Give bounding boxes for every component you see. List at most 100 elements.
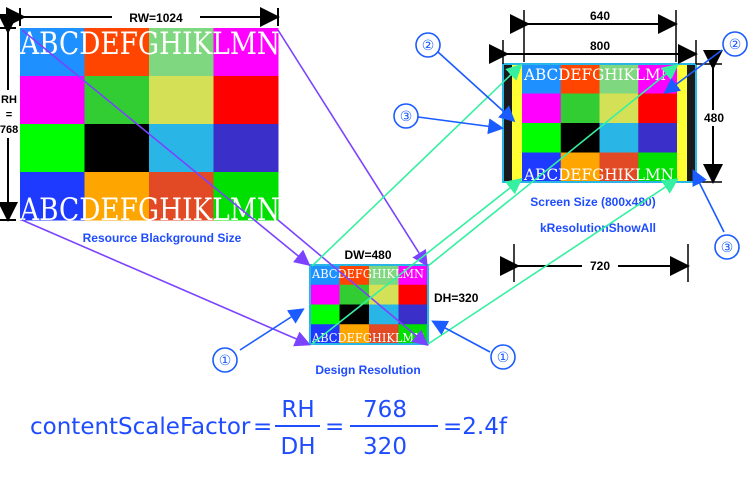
screen-right-yellow-bar bbox=[677, 64, 687, 182]
dim-720-label: 720 bbox=[590, 259, 610, 273]
purple-arrow-bottom-left bbox=[21, 219, 311, 347]
screen-cell-r3-c3 bbox=[599, 123, 639, 153]
screen-cell-r2-c1 bbox=[522, 93, 562, 124]
purple-arrow-top-right bbox=[277, 29, 428, 267]
resource-cell-r1-c2 bbox=[84, 28, 150, 77]
screen-cell-r3-c1 bbox=[522, 123, 562, 153]
dw-label: DW=480 bbox=[344, 248, 391, 262]
callout-2-right: ② bbox=[722, 31, 748, 57]
resource-cell-r2-c2 bbox=[84, 76, 150, 125]
resource-cell-r1-c3 bbox=[149, 28, 214, 77]
design-resolution-grid bbox=[310, 265, 429, 345]
callout-3-right-digit: ③ bbox=[721, 240, 734, 256]
resource-cell-r1-c4 bbox=[213, 28, 279, 77]
screen-cell-r4-c1 bbox=[522, 152, 562, 183]
screen-cell-r2-c2 bbox=[560, 93, 600, 124]
design-cell-r4-c3 bbox=[369, 324, 399, 345]
green-arrow-top-right bbox=[427, 63, 679, 267]
resource-cell-r3-c2 bbox=[84, 124, 150, 173]
callout-arrow-1-left bbox=[239, 308, 305, 351]
screen-cell-r2-c4 bbox=[638, 93, 678, 124]
resource-cell-r2-c4 bbox=[213, 76, 279, 125]
resource-cell-r4-c3 bbox=[149, 172, 214, 221]
design-cell-r2-c4 bbox=[398, 284, 429, 305]
callout-2-right-digit: ② bbox=[729, 37, 742, 53]
purple-arrow-top-left bbox=[21, 29, 311, 267]
design-caption: Design Resolution bbox=[315, 363, 420, 377]
screen-left-yellow-bar bbox=[512, 64, 522, 182]
screen-cell-r1-c1 bbox=[522, 64, 562, 94]
resource-cell-r4-c1 bbox=[20, 172, 85, 221]
resource-cell-r2-c3 bbox=[149, 76, 214, 125]
resource-caption: Resource Blackground Size bbox=[83, 231, 242, 245]
callout-arrow-3-left bbox=[417, 116, 505, 135]
callout-3-left-digit: ③ bbox=[400, 109, 413, 125]
rw-label: RW=1024 bbox=[129, 11, 183, 25]
design-cell-r3-c1 bbox=[310, 304, 340, 325]
callout-2-left-digit: ② bbox=[422, 38, 435, 54]
callout-3-left: ③ bbox=[393, 103, 419, 129]
dim-480-label: 480 bbox=[704, 111, 724, 125]
green-arrow-bottom-left bbox=[311, 178, 523, 345]
screen-banner-bottom: ABCDEFGHIKLMN bbox=[523, 165, 674, 184]
formula-numerator-768: 768 bbox=[363, 397, 407, 423]
screen-right-dark-bar bbox=[687, 64, 696, 182]
design-cell-r3-c4 bbox=[398, 304, 429, 325]
green-arrow-bottom-right bbox=[427, 178, 679, 345]
design-cell-r1-c3 bbox=[369, 265, 399, 286]
design-cell-r3-c3 bbox=[369, 304, 399, 325]
resource-cell-r3-c4 bbox=[213, 124, 279, 173]
formula-lhs: contentScaleFactor bbox=[30, 414, 251, 440]
rh-label-line2: = bbox=[6, 109, 12, 121]
screen-cell-r2-c3 bbox=[599, 93, 639, 124]
design-cell-r2-c3 bbox=[369, 284, 399, 305]
green-arrow-top-left bbox=[311, 63, 523, 267]
dh-label: DH=320 bbox=[434, 291, 479, 305]
screen-cell-r1-c3 bbox=[599, 64, 639, 94]
formula-result: =2.4f bbox=[443, 414, 508, 440]
screen-cell-r4-c3 bbox=[599, 152, 639, 183]
callout-1-right: ① bbox=[490, 344, 516, 370]
callout-3-right: ③ bbox=[714, 234, 740, 260]
screen-cell-r3-c4 bbox=[638, 123, 678, 153]
formula-denominator-dh: DH bbox=[280, 434, 315, 460]
screen-cell-r4-c2 bbox=[560, 152, 600, 183]
design-cell-r2-c1 bbox=[310, 284, 340, 305]
screen-size-caption: Screen Size (800x480) bbox=[530, 195, 655, 209]
rh-label-line1: RH bbox=[1, 94, 17, 106]
design-cell-r4-c2 bbox=[339, 324, 370, 345]
formula-equals-2: = bbox=[325, 414, 344, 440]
rh-label-line3: 768 bbox=[0, 124, 18, 136]
resource-banner-top: ABCDEFGHIKLMN bbox=[19, 26, 280, 62]
resource-cell-r2-c1 bbox=[20, 76, 85, 125]
callout-1-left-digit: ① bbox=[219, 353, 232, 369]
callout-arrow-1-right bbox=[431, 320, 491, 353]
resource-banner-bottom: ABCDEFGHIKLMN bbox=[19, 192, 280, 228]
screen-cell-r1-c2 bbox=[560, 64, 600, 94]
design-cell-r3-c2 bbox=[339, 304, 370, 325]
resource-cell-r1-c1 bbox=[20, 28, 85, 77]
purple-arrow-bottom-right bbox=[277, 219, 429, 347]
screen-policy-caption: kResolutionShowAll bbox=[540, 221, 656, 235]
resource-cell-r3-c3 bbox=[149, 124, 214, 173]
design-banner-bottom: ABCDEFGHIKLMN bbox=[311, 331, 424, 345]
callout-1-right-digit: ① bbox=[497, 350, 510, 366]
design-cell-r1-c1 bbox=[310, 265, 340, 286]
screen-banner-top: ABCDEFGHIKLMN bbox=[523, 65, 674, 84]
formula-denominator-320: 320 bbox=[363, 434, 407, 460]
dim-640-label: 640 bbox=[590, 9, 610, 23]
resource-cell-r4-c2 bbox=[84, 172, 150, 221]
screen-left-dark-bar bbox=[503, 64, 512, 182]
callout-arrow-2-left bbox=[437, 51, 516, 123]
design-cell-r1-c2 bbox=[339, 265, 370, 286]
callout-1-left: ① bbox=[212, 347, 238, 373]
formula-numerator-rh: RH bbox=[281, 397, 314, 423]
screen-cell-r3-c2 bbox=[560, 123, 600, 153]
scale-factor-formula: contentScaleFactor = RH DH = 768 320 =2.… bbox=[30, 397, 508, 460]
dim-800-label: 800 bbox=[590, 39, 610, 53]
callout-2-left: ② bbox=[415, 32, 441, 58]
design-border bbox=[309, 264, 429, 345]
screen-cell-r4-c4 bbox=[638, 152, 678, 183]
callout-arrow-3-right bbox=[692, 169, 725, 233]
